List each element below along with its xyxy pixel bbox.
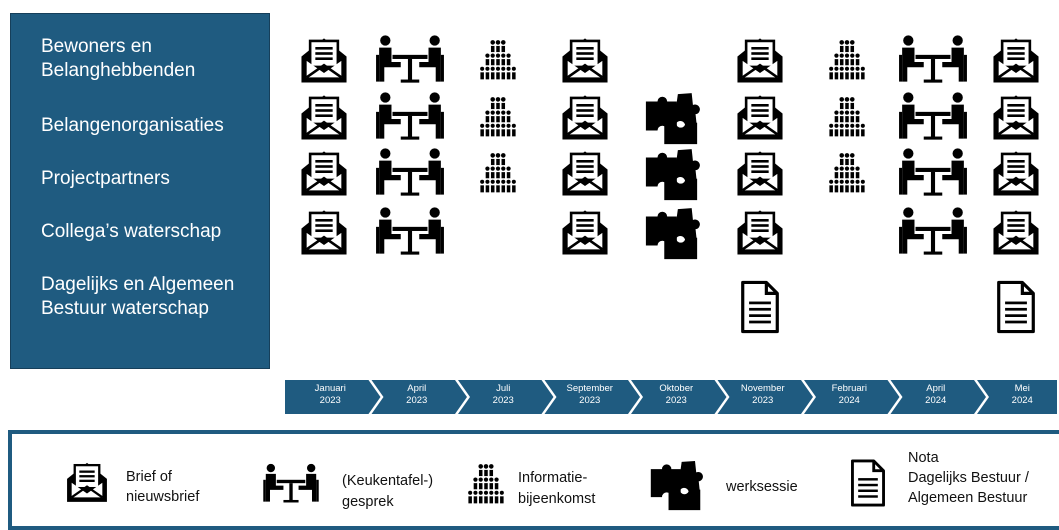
stakeholder-panel: Bewoners en Belanghebbenden Belangenorga…	[10, 13, 270, 369]
crowd-icon	[825, 151, 869, 195]
timeline-chevron	[717, 380, 813, 414]
timeline-year: 2023	[579, 395, 601, 406]
meeting-icon	[897, 206, 969, 258]
legend-meeting-line2: gesprek	[342, 494, 394, 510]
stakeholder-label: Projectpartners	[41, 168, 170, 189]
timeline-year: 2024	[925, 395, 947, 406]
timeline-month: Februari	[831, 383, 867, 394]
legend-letter-line1: Brief of	[126, 469, 172, 485]
timeline-month: Oktober	[659, 383, 694, 394]
letter-icon	[990, 91, 1042, 143]
meeting-icon	[897, 91, 969, 143]
meeting-icon	[374, 147, 446, 199]
timeline-month: September	[566, 383, 613, 394]
timeline-year: 2024	[1011, 395, 1033, 406]
letter-icon	[990, 34, 1042, 86]
puzzle-icon	[643, 203, 701, 261]
letter-icon	[298, 206, 350, 258]
legend-crowd-line2: bijeenkomst	[518, 491, 596, 507]
letter-icon	[559, 147, 611, 199]
document-icon	[740, 279, 780, 335]
letter-icon	[734, 34, 786, 86]
puzzle-icon	[643, 88, 701, 146]
timeline-chevron	[631, 380, 727, 414]
stakeholder-label: Dagelijks en Algemeen Bestuur waterschap	[41, 274, 235, 319]
timeline-chevron	[285, 380, 381, 414]
puzzle-icon	[648, 456, 704, 512]
stakeholder-label: Bewoners en Belanghebbenden	[41, 36, 196, 81]
letter-icon	[298, 34, 350, 86]
letter-icon	[298, 147, 350, 199]
crowd-icon	[476, 38, 520, 82]
document-icon	[996, 279, 1036, 335]
timeline-month: Mei	[1014, 383, 1030, 394]
legend-letter-line2: nieuwsbrief	[126, 489, 200, 505]
timeline-year: 2023	[665, 395, 687, 406]
timeline-chevron	[804, 380, 900, 414]
meeting-icon	[374, 206, 446, 258]
letter-icon	[734, 91, 786, 143]
document-icon	[850, 458, 886, 508]
timeline-month: April	[407, 383, 427, 394]
legend-document-line3: Algemeen Bestuur	[908, 490, 1028, 506]
timeline-month: Januari	[314, 383, 346, 394]
timeline-month: November	[740, 383, 785, 394]
legend: Brief of nieuwsbrief (Keukentafel-) gesp…	[8, 430, 1059, 530]
timeline-chevron	[458, 380, 554, 414]
stakeholder-label: Collega’s waterschap	[41, 221, 222, 242]
crowd-icon	[476, 95, 520, 139]
timeline-year: 2023	[406, 395, 428, 406]
letter-icon	[559, 206, 611, 258]
timeline-chevron	[977, 380, 1057, 414]
timeline-chevron	[890, 380, 986, 414]
letter-icon	[298, 91, 350, 143]
legend-meeting-line1: (Keukentafel-)	[342, 473, 434, 489]
letter-icon	[64, 459, 110, 505]
timeline-year: 2023	[492, 395, 514, 406]
letter-icon	[734, 147, 786, 199]
letter-icon	[990, 206, 1042, 258]
timeline	[285, 380, 1057, 414]
timeline-month: Juli	[496, 383, 511, 394]
timeline-year: 2023	[319, 395, 341, 406]
meeting-icon	[897, 34, 969, 86]
letter-icon	[990, 147, 1042, 199]
meeting-icon	[374, 91, 446, 143]
crowd-icon	[464, 461, 508, 507]
legend-crowd-line1: Informatie-	[518, 470, 588, 486]
letter-icon	[559, 91, 611, 143]
stakeholder-label: Belangenorganisaties	[41, 115, 224, 136]
timeline-year: 2023	[752, 395, 774, 406]
crowd-icon	[476, 151, 520, 195]
legend-puzzle-label: werksessie	[726, 479, 798, 495]
timeline-month: April	[926, 383, 946, 394]
puzzle-icon	[643, 144, 701, 202]
legend-document-line1: Nota	[908, 450, 939, 466]
meeting-icon	[374, 34, 446, 86]
crowd-icon	[825, 38, 869, 82]
timeline-chevron	[544, 380, 640, 414]
crowd-icon	[825, 95, 869, 139]
letter-icon	[734, 206, 786, 258]
letter-icon	[559, 34, 611, 86]
meeting-icon	[256, 463, 326, 505]
legend-document-line2: Dagelijks Bestuur /	[908, 470, 1029, 486]
meeting-icon	[897, 147, 969, 199]
timeline-year: 2024	[838, 395, 860, 406]
timeline-chevron	[371, 380, 467, 414]
